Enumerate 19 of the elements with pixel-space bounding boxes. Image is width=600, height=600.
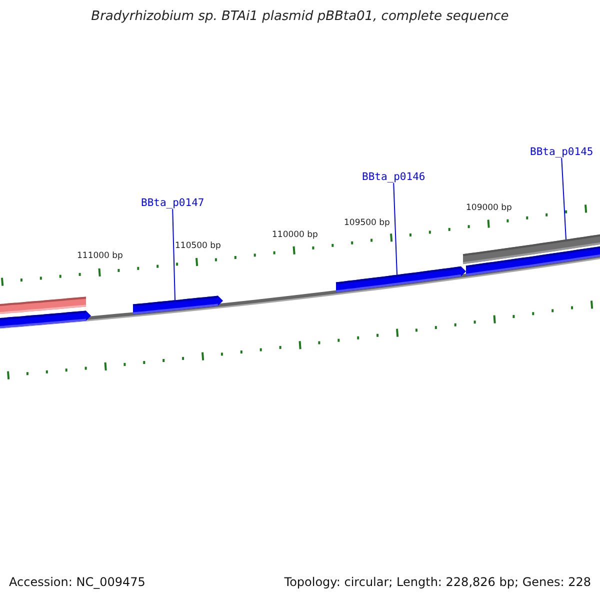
scale-label: 109500 bp [344, 218, 390, 228]
gene-segment [0, 296, 86, 314]
title: Bradyrhizobium sp. BTAi1 plasmid pBBta01, complete sequence [90, 9, 510, 24]
scale-label: 110000 bp [272, 230, 318, 240]
scale-label: 110500 bp [175, 241, 221, 251]
gene-arrow [132, 296, 223, 314]
gene-arrow [336, 266, 466, 292]
gene-arrow [466, 246, 600, 276]
scale-label: 111000 bp [77, 251, 123, 261]
gene-label: BBta_p0145 [530, 146, 594, 158]
leader-line [172, 208, 176, 301]
leader-line [561, 158, 566, 240]
scale-label: 109000 bp [466, 203, 512, 213]
footer-text: Topology: circular; Length: 228,826 bp; Genes: 228 [284, 575, 591, 589]
leader-line [393, 182, 398, 276]
gene-arrow [0, 310, 91, 328]
gene-label: BBta_p0147 [141, 197, 204, 209]
footer-text: Accession: NC_009475 [9, 575, 146, 589]
gene-label: BBta_p0146 [362, 171, 426, 183]
